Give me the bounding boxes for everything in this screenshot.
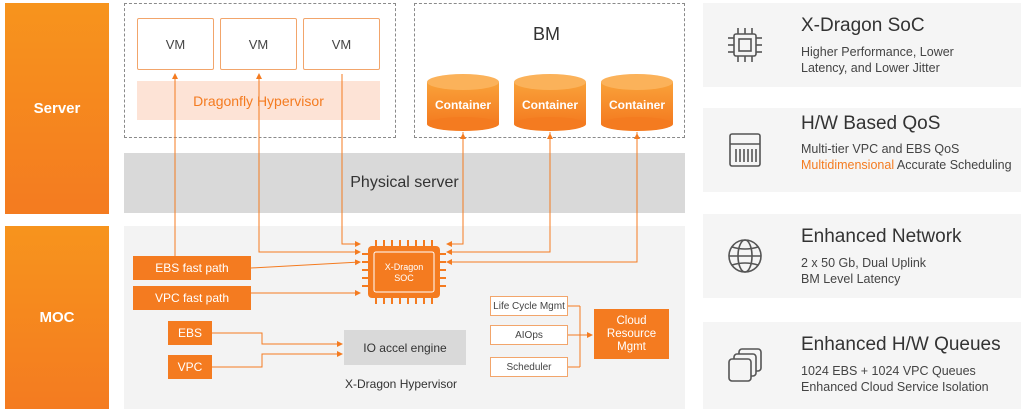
feature-card-queues: Enhanced H/W Queues 1024 EBS + 1024 VPC …: [703, 322, 1021, 409]
server-rack-icon: [729, 133, 761, 167]
feature-card-qos: H/W Based QoS Multi-tier VPC and EBS QoS…: [703, 108, 1021, 192]
cloud-resource-mgmt-box: Cloud Resource Mgmt: [594, 309, 669, 359]
x-dragon-hypervisor-caption: X-Dragon Hypervisor: [345, 377, 458, 391]
feature-line-qos-2: Multidimensional Accurate Scheduling: [801, 158, 1012, 172]
server-label: Server: [33, 100, 81, 117]
dragonfly-hypervisor: Dragonfly Hypervisor: [137, 81, 380, 120]
chip-icon: [728, 28, 762, 62]
mgmt-aiops: AIOps: [490, 325, 568, 345]
feature-line-network-2: BM Level Latency: [801, 272, 901, 286]
feature-title-qos: H/W Based QoS: [801, 113, 941, 134]
server-section-label: Server: [5, 3, 109, 214]
container-label-1: Container: [434, 98, 491, 112]
container-label-2: Container: [521, 98, 578, 112]
io-accel-engine: IO accel engine: [344, 330, 466, 365]
feature-line-queues-1: 1024 EBS + 1024 VPC Queues: [801, 364, 976, 378]
stacked-windows-icon: [728, 348, 762, 382]
feature-line-qos-1: Multi-tier VPC and EBS QoS: [801, 142, 960, 156]
ebs-fast-path-box: EBS fast path: [133, 256, 251, 280]
moc-label: MOC: [39, 309, 75, 326]
moc-section-label: MOC: [5, 226, 109, 409]
globe-icon: [728, 239, 762, 273]
feature-line-soc-2: Latency, and Lower Jitter: [801, 61, 940, 75]
ebs-box: EBS: [168, 321, 212, 345]
feature-card-network: Enhanced Network 2 x 50 Gb, Dual Uplink …: [703, 214, 1021, 298]
physical-server: Physical server: [124, 153, 685, 213]
mgmt-life-cycle: Life Cycle Mgmt: [490, 296, 568, 316]
feature-title-queues: Enhanced H/W Queues: [801, 334, 1001, 355]
feature-line-queues-2: Enhanced Cloud Service Isolation: [801, 380, 989, 394]
feature-title-network: Enhanced Network: [801, 226, 962, 247]
vm-box-1: VM: [137, 18, 214, 70]
soc-chip-label-line2: SOC: [394, 273, 414, 283]
soc-chip-label-line1: X-Dragon: [384, 262, 424, 272]
feature-accent-qos: Multidimensional: [801, 158, 897, 172]
feature-line-network-1: 2 x 50 Gb, Dual Uplink: [801, 256, 927, 270]
feature-card-soc: X-Dragon SoC Higher Performance, Lower L…: [703, 3, 1021, 87]
vm-box-2: VM: [220, 18, 297, 70]
container-label-3: Container: [608, 98, 665, 112]
vpc-fast-path-box: VPC fast path: [133, 286, 251, 310]
bm-title: BM: [533, 24, 560, 44]
feature-line-soc-1: Higher Performance, Lower: [801, 45, 954, 59]
vpc-box: VPC: [168, 355, 212, 379]
vm-box-3: VM: [303, 18, 380, 70]
feature-title-soc: X-Dragon SoC: [801, 15, 925, 36]
mgmt-scheduler: Scheduler: [490, 357, 568, 377]
